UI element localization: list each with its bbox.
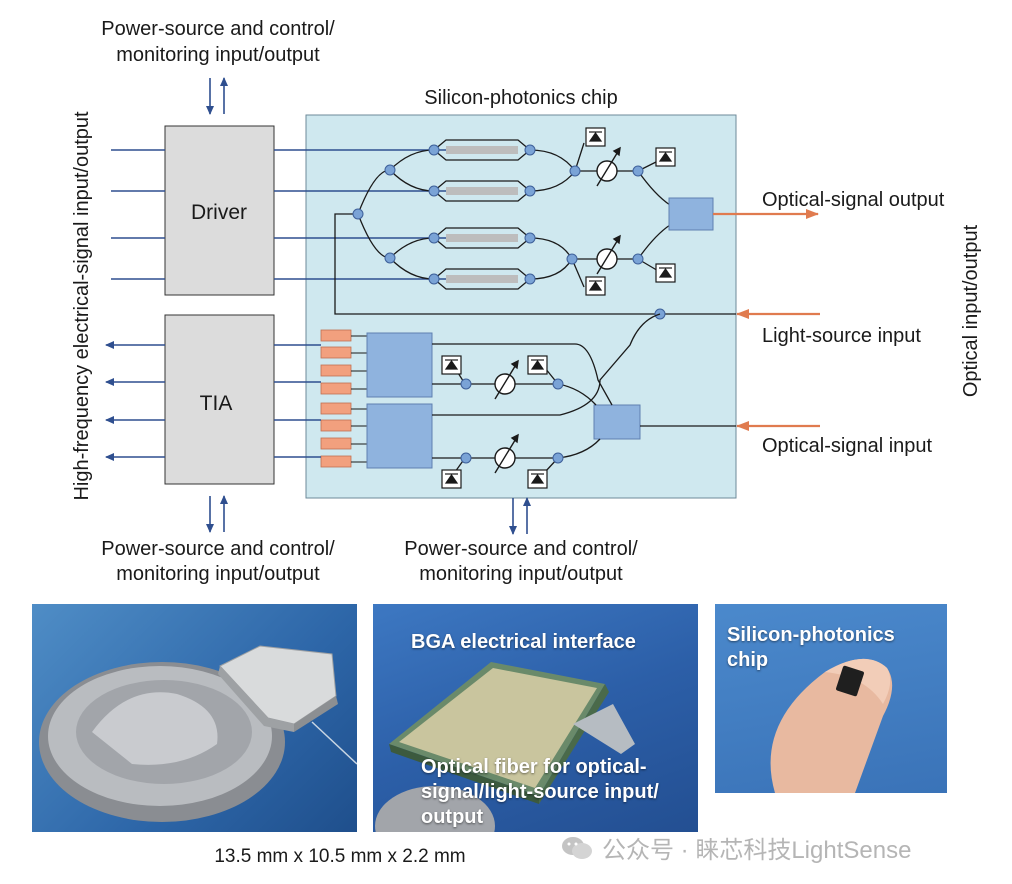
phase-shifter-icons bbox=[596, 146, 621, 275]
tia-label: TIA bbox=[200, 392, 233, 415]
fiber-caption-line1: Optical fiber for optical- bbox=[421, 756, 647, 778]
receiver-phase-shifters bbox=[494, 359, 519, 474]
driver-label: Driver bbox=[191, 201, 247, 224]
bga-photo: BGA electrical interface Optical fiber f… bbox=[373, 604, 698, 832]
output-combiner bbox=[668, 197, 714, 231]
bga-caption: BGA electrical interface bbox=[411, 631, 636, 653]
receiver-pads bbox=[320, 329, 352, 468]
modulator-electrodes bbox=[446, 146, 518, 283]
package-dimensions: 13.5 mm x 10.5 mm x 2.2 mm bbox=[214, 846, 466, 867]
power-bottom-center-line1: Power-source and control/ bbox=[404, 538, 638, 560]
fiber-caption-line3: output bbox=[421, 806, 484, 828]
tia-block bbox=[164, 314, 275, 485]
power-arrows bbox=[206, 77, 531, 535]
power-top-line2: monitoring input/output bbox=[116, 44, 320, 66]
receiver-block-1 bbox=[366, 332, 433, 398]
power-top-line1: Power-source and control/ bbox=[101, 18, 335, 40]
fiber-caption-line2: signal/light-source input/ bbox=[421, 781, 659, 803]
watermark: 公众号 · 睐芯科技LightSense bbox=[560, 830, 911, 865]
receiver-nodes bbox=[460, 378, 564, 464]
driver-block bbox=[164, 125, 275, 296]
receiver-photodiodes bbox=[441, 355, 548, 489]
finger-caption-line1: Silicon-photonics bbox=[727, 624, 895, 646]
hf-electrical-label: High-frequency electrical-signal input/o… bbox=[71, 111, 93, 501]
receiver-block-2 bbox=[366, 403, 433, 469]
pad-connect-lines bbox=[351, 335, 367, 463]
optical-signal-output-label: Optical-signal output bbox=[762, 189, 945, 211]
finger-photo: Silicon-photonics chip bbox=[715, 604, 947, 793]
power-bottom-left-line2: monitoring input/output bbox=[116, 563, 320, 585]
power-bottom-left-line1: Power-source and control/ bbox=[101, 538, 335, 560]
tia-output-arrows bbox=[105, 341, 165, 461]
photodiode-icons bbox=[585, 127, 676, 296]
optical-signal-input-label: Optical-signal input bbox=[762, 435, 933, 457]
light-source-input-label: Light-source input bbox=[762, 325, 921, 347]
package-photo bbox=[32, 604, 357, 832]
silicon-photonics-diagram: Silicon-photonics chip Driver TIA bbox=[71, 18, 982, 585]
chip-title: Silicon-photonics chip bbox=[424, 87, 617, 109]
watermark-text: 公众号 · 睐芯科技LightSense bbox=[602, 837, 912, 864]
driver-input-lines bbox=[111, 149, 165, 280]
wechat-icon bbox=[562, 836, 592, 859]
power-bottom-center-line2: monitoring input/output bbox=[419, 563, 623, 585]
optical-io-label: Optical input/output bbox=[960, 224, 982, 397]
finger-caption-line2: chip bbox=[727, 649, 769, 671]
receiver-splitter bbox=[593, 404, 641, 440]
tia-to-pad-lines bbox=[274, 344, 321, 458]
